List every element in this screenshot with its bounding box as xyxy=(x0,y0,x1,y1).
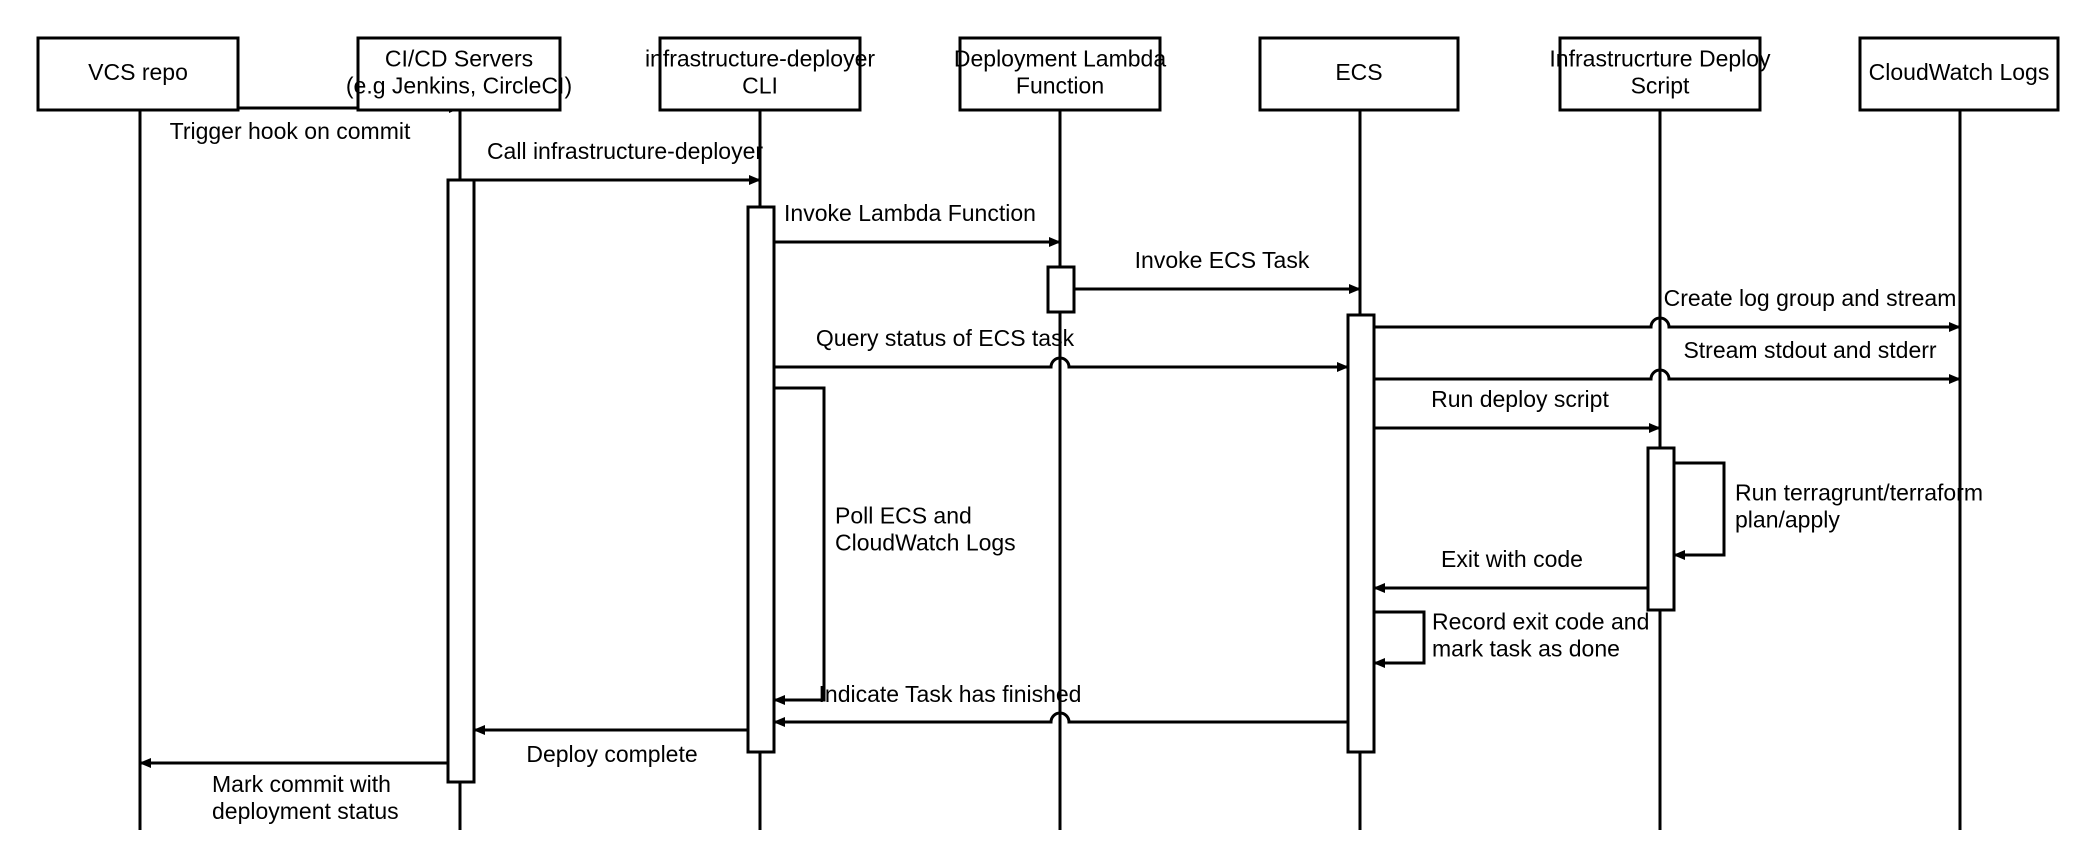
message-m7: Stream stdout and stderr xyxy=(1374,337,1961,384)
message-label-m7: Stream stdout and stderr xyxy=(1683,337,1936,363)
participant-label-vcs: VCS repo xyxy=(88,59,188,85)
activation-bar-cicd xyxy=(446,178,476,784)
participant-cwlogs[interactable]: CloudWatch Logs xyxy=(1858,36,2060,112)
participant-label-cli: CLI xyxy=(742,73,778,99)
message-label-m1: Trigger hook on commit xyxy=(170,118,411,144)
message-m9: Exit with code xyxy=(1373,546,1648,593)
participant-label-cli: infrastructure-deployer xyxy=(645,46,875,72)
message-label-m12: deployment status xyxy=(212,798,399,824)
participant-ecs[interactable]: ECS xyxy=(1258,36,1460,112)
message-arrow-m7 xyxy=(1374,368,1961,384)
message-m2: Call infrastructure-deployer xyxy=(474,138,763,185)
participant-label-lambda: Function xyxy=(1016,73,1104,99)
message-m4: Invoke ECS Task xyxy=(1074,247,1361,294)
participant-box-cicd[interactable] xyxy=(356,36,562,112)
participant-box-cwlogs[interactable] xyxy=(1858,36,2060,112)
participant-box-deploy[interactable] xyxy=(1558,36,1762,112)
self-message-label-s1: CloudWatch Logs xyxy=(835,530,1016,556)
self-message-arrow-s2 xyxy=(1673,461,1726,560)
participant-label-cicd: CI/CD Servers xyxy=(385,46,533,72)
self-message-label-s1: Poll ECS and xyxy=(835,503,972,529)
participant-label-ecs: ECS xyxy=(1335,59,1382,85)
participant-vcs[interactable]: VCS repo xyxy=(36,36,240,112)
participant-label-lambda: Deployment Lambda xyxy=(954,46,1166,72)
message-label-m3: Invoke Lambda Function xyxy=(784,200,1036,226)
participant-boxes-layer: VCS repo CI/CD Servers(e.g Jenkins, Circl… xyxy=(36,36,2060,112)
message-label-m10: Indicate Task has finished xyxy=(819,681,1082,707)
participant-label-cicd: (e.g Jenkins, CircleCI) xyxy=(346,73,572,99)
message-label-m12: Mark commit with xyxy=(212,771,391,797)
message-m11: Deploy complete xyxy=(473,725,748,767)
message-m6: Query status of ECS task xyxy=(774,325,1349,372)
message-arrow-m6 xyxy=(774,356,1349,372)
participant-box-lambda[interactable] xyxy=(958,36,1162,112)
message-m3: Invoke Lambda Function xyxy=(774,200,1061,247)
message-label-m2: Call infrastructure-deployer xyxy=(487,138,763,164)
participant-label-deploy: Script xyxy=(1631,73,1690,99)
message-label-m6: Query status of ECS task xyxy=(816,325,1075,351)
message-m8: Run deploy script xyxy=(1374,386,1661,433)
activation-bar-cli xyxy=(746,205,776,754)
message-label-m5: Create log group and stream xyxy=(1664,285,1957,311)
participant-cicd[interactable]: CI/CD Servers(e.g Jenkins, CircleCI) xyxy=(346,36,572,112)
self-message-arrow-s1 xyxy=(773,386,826,705)
self-message-label-s2: Run terragrunt/terraform xyxy=(1735,480,1983,506)
participant-box-vcs[interactable] xyxy=(36,36,240,112)
activation-bar-lambda xyxy=(1046,265,1076,314)
participant-box-cli[interactable] xyxy=(658,36,862,112)
message-m5: Create log group and stream xyxy=(1374,285,1961,332)
self-message-label-s3: Record exit code and xyxy=(1432,609,1649,635)
self-message-label-s2: plan/apply xyxy=(1735,507,1840,533)
participant-label-cwlogs: CloudWatch Logs xyxy=(1869,59,2050,85)
message-arrow-m5 xyxy=(1374,316,1961,332)
message-arrow-m10 xyxy=(773,711,1348,727)
participant-label-deploy: Infrastrucrture Deploy xyxy=(1549,46,1771,72)
message-label-m9: Exit with code xyxy=(1441,546,1583,572)
message-m10: Indicate Task has finished xyxy=(773,681,1348,727)
self-message-arrow-s3 xyxy=(1373,610,1426,668)
activation-bar-ecs xyxy=(1346,313,1376,754)
message-label-m4: Invoke ECS Task xyxy=(1135,247,1310,273)
self-message-label-s3: mark task as done xyxy=(1432,636,1620,662)
message-label-m11: Deploy complete xyxy=(526,741,697,767)
activation-bar-deploy xyxy=(1646,446,1676,612)
activations-layer xyxy=(446,178,1676,784)
message-label-m8: Run deploy script xyxy=(1431,386,1609,412)
message-m1: Trigger hook on commit xyxy=(140,103,461,144)
participant-box-ecs[interactable] xyxy=(1258,36,1460,112)
